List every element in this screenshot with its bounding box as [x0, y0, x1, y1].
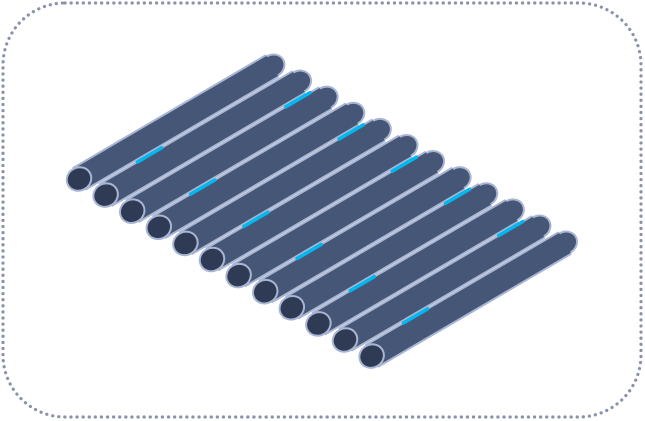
- cylinder: [172, 117, 392, 257]
- highlight-dash: [348, 274, 377, 293]
- cylinder-front-end: [118, 198, 146, 224]
- cylinder-front-end: [225, 262, 252, 289]
- cylinder-top-edge: [72, 54, 267, 170]
- cylinder-front-end: [65, 166, 93, 192]
- cylinder: [331, 214, 552, 353]
- cylinder-body: [312, 199, 519, 335]
- cylinder-bottom-edge: [138, 108, 333, 223]
- cylinder: [198, 133, 419, 273]
- highlight-dash: [135, 146, 164, 164]
- cylinder-bottom-edge: [217, 156, 413, 272]
- cylinder-body: [125, 87, 332, 222]
- cylinder-front-end: [305, 311, 332, 337]
- cylinder-front-end: [145, 214, 173, 241]
- cylinder-bottom-edge: [350, 236, 546, 352]
- cylinder-bottom-edge: [164, 124, 359, 239]
- cylinder-front-end: [358, 343, 385, 369]
- cylinder-front-end: [198, 246, 226, 273]
- cylinder-bottom-edge: [271, 188, 466, 304]
- highlight-dash: [284, 90, 312, 109]
- cylinder-bottom-edge: [324, 220, 519, 336]
- cylinder-front-end: [251, 278, 279, 305]
- highlight-dash: [496, 219, 525, 238]
- cylinder-front-end: [331, 327, 359, 353]
- cylinder-body: [365, 232, 572, 367]
- cylinder-body: [232, 151, 439, 287]
- cylinder-body: [205, 135, 412, 271]
- cylinder-body: [72, 55, 279, 190]
- cylinder: [251, 166, 472, 305]
- highlight-dash: [242, 210, 270, 229]
- cylinder-body: [258, 167, 465, 303]
- cylinder-body: [285, 183, 492, 319]
- cylinder-top-edge: [258, 166, 453, 282]
- highlight-dash: [443, 187, 472, 206]
- cylinder: [225, 150, 446, 289]
- cylinder: [92, 69, 313, 208]
- cylinder-top-edge: [364, 231, 560, 347]
- cylinder-body: [179, 119, 386, 255]
- cylinder-bottom-edge: [84, 75, 280, 191]
- cylinder-front-end: [172, 230, 199, 257]
- cylinder-top-edge: [98, 70, 294, 186]
- cylinder-front-end: [92, 182, 119, 208]
- cylinder-bottom-edge: [297, 204, 492, 320]
- cylinder-top-edge: [151, 102, 347, 218]
- highlight-dash: [337, 123, 365, 141]
- cylinder-front-end: [278, 295, 306, 321]
- cylinder-body: [152, 103, 359, 239]
- cylinders: [65, 53, 579, 369]
- cylinder: [118, 85, 339, 224]
- cylinder-body: [99, 71, 306, 206]
- cylinder: [145, 101, 366, 241]
- cylinder-top-edge: [311, 199, 506, 314]
- cylinder: [65, 53, 286, 192]
- highlight-dash: [401, 307, 430, 325]
- cylinder-body: [338, 216, 545, 351]
- cylinder-bottom-edge: [377, 252, 572, 368]
- highlight-dash: [295, 242, 323, 261]
- cylinder: [305, 198, 525, 337]
- cylinder-bottom-edge: [111, 91, 306, 207]
- cylinder-top-edge: [205, 134, 400, 250]
- highlight-dash: [188, 178, 217, 196]
- highlight-dash: [390, 155, 419, 173]
- cylinder-bottom-edge: [244, 172, 439, 288]
- cylinder-bottom-edge: [191, 140, 386, 256]
- cylinder: [358, 230, 579, 369]
- cylinder: [278, 182, 499, 321]
